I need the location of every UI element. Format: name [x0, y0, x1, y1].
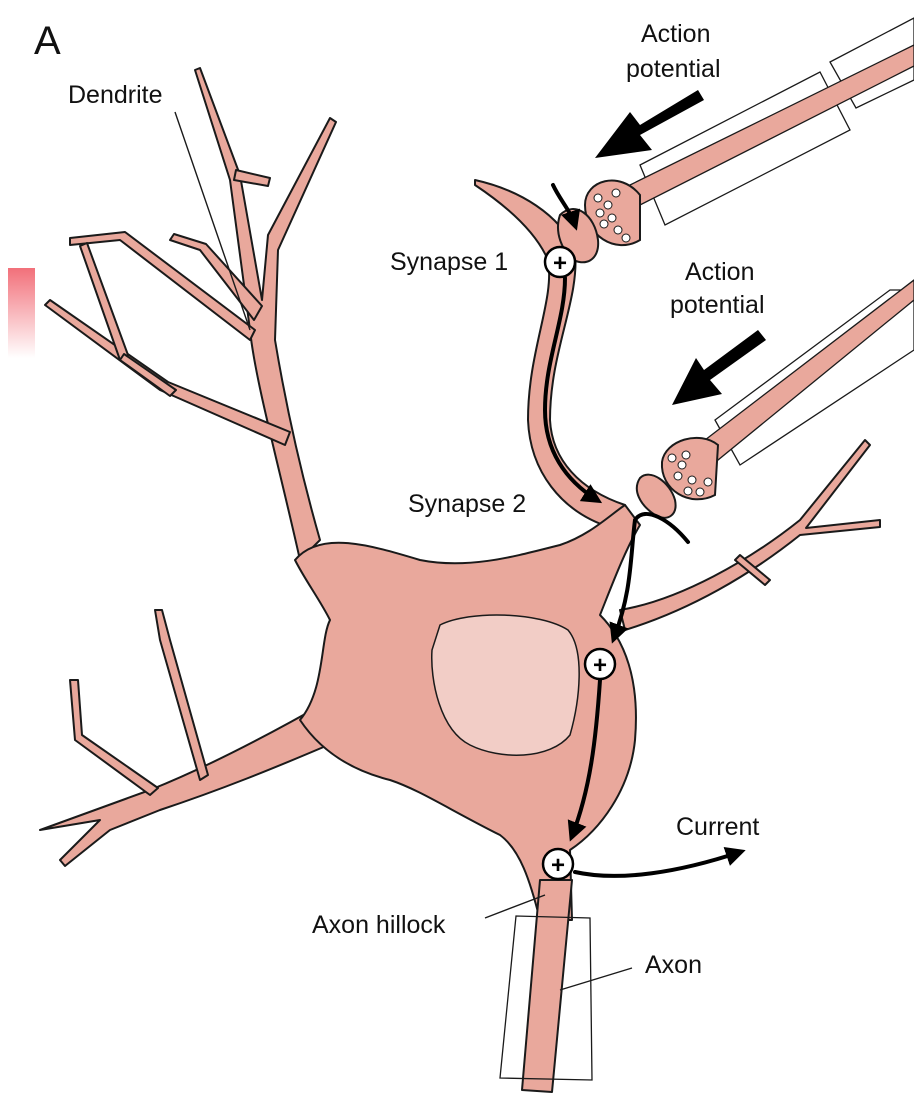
axon-leader — [560, 968, 632, 990]
edge-marker — [8, 268, 35, 358]
action-potential-label-1-line-1: Action — [641, 20, 710, 48]
plus-marker-synapse-1: + — [545, 247, 575, 277]
neuron — [40, 68, 880, 1092]
synapse-2-label: Synapse 2 — [408, 490, 526, 518]
panel-label: A — [34, 19, 61, 63]
synapse-1-label: Synapse 1 — [390, 248, 508, 276]
dendrite-tree-lower — [40, 610, 340, 866]
action-potential-label-1-line-2: potential — [626, 55, 721, 83]
dendrite-tree-upper — [45, 68, 336, 560]
dendrite-label: Dendrite — [68, 81, 163, 109]
axon-trunk — [522, 880, 572, 1092]
dendrite-right — [620, 440, 880, 630]
plus-marker-hillock: + — [543, 849, 573, 879]
current-label: Current — [676, 813, 759, 841]
axon-label: Axon — [645, 951, 702, 979]
action-potential-label-2-line-2: potential — [670, 291, 765, 319]
current-arrow-out — [575, 852, 740, 876]
svg-text:+: + — [553, 250, 567, 277]
svg-text:+: + — [593, 652, 607, 679]
action-potential-label-2-line-1: Action — [685, 258, 754, 286]
axon-hillock-label: Axon hillock — [312, 911, 446, 939]
svg-text:+: + — [551, 852, 565, 879]
plus-marker-soma: + — [585, 649, 615, 679]
